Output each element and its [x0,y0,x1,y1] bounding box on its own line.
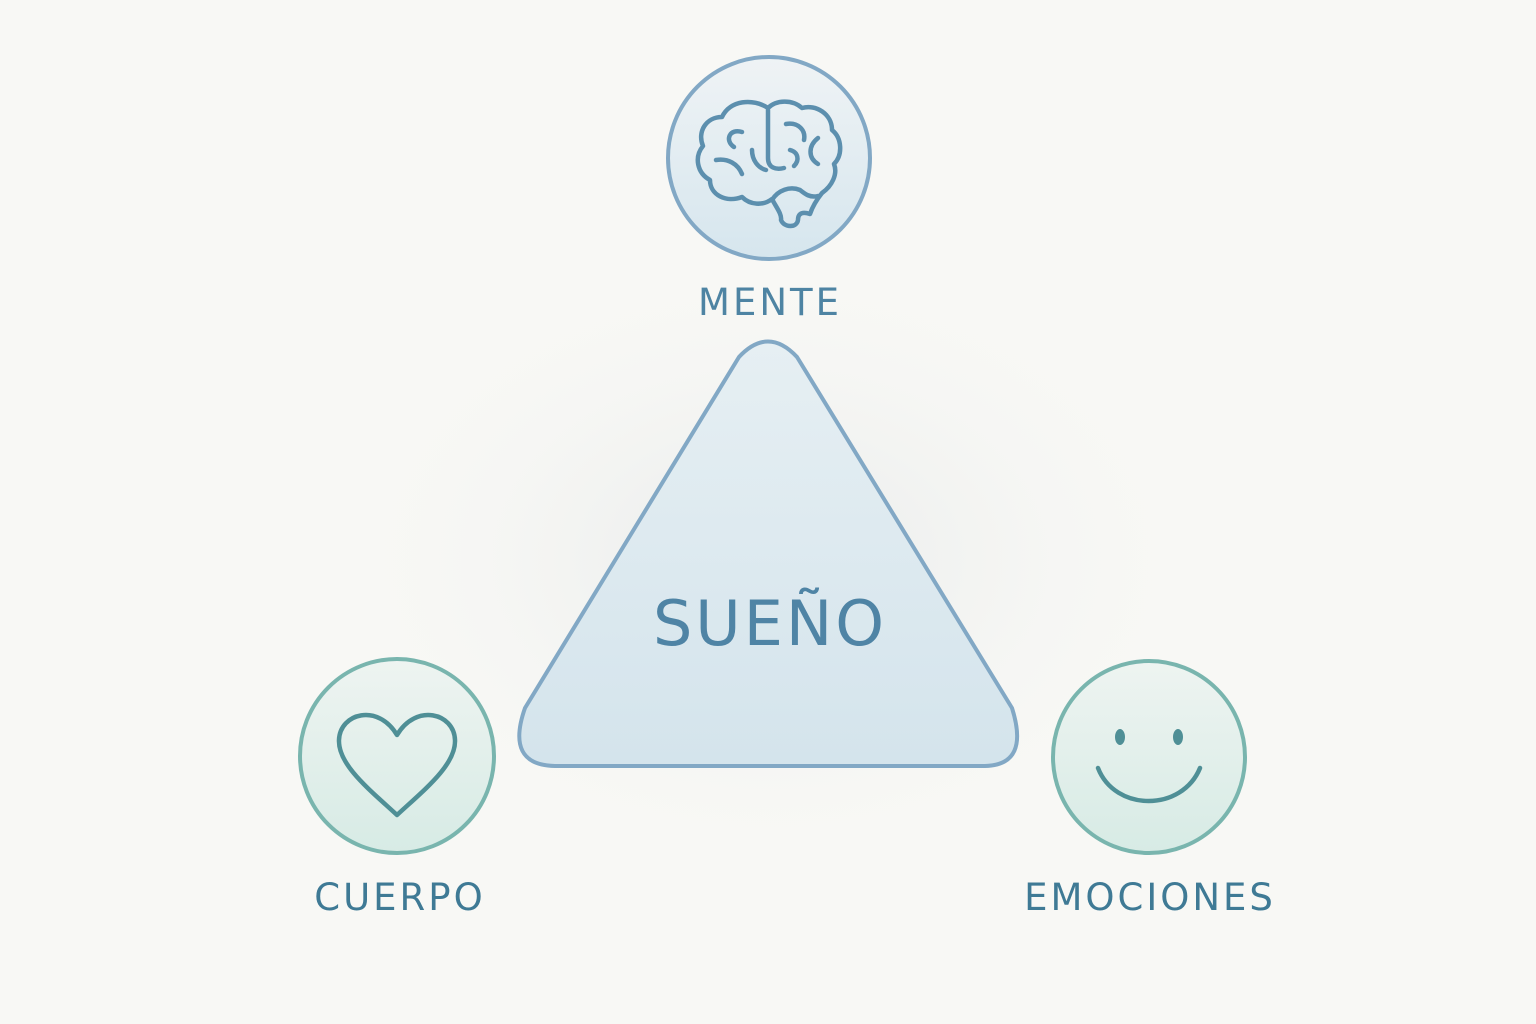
cuerpo-node [298,657,496,855]
smiley-face-icon [1095,729,1203,804]
cuerpo-label: CUERPO [314,876,486,919]
right-eye [1173,729,1183,745]
brain-icon [695,99,843,229]
cuerpo-circle [298,657,496,855]
mente-node [666,55,872,261]
emociones-label: EMOCIONES [1024,876,1276,919]
left-eye [1115,729,1125,745]
emociones-circle [1051,659,1247,855]
emociones-node [1051,659,1247,855]
center-triangle [517,339,1020,768]
smile-mouth [1095,765,1203,804]
heart-icon [336,712,458,818]
center-label: SUEÑO [652,587,888,660]
mente-label: MENTE [698,281,842,324]
